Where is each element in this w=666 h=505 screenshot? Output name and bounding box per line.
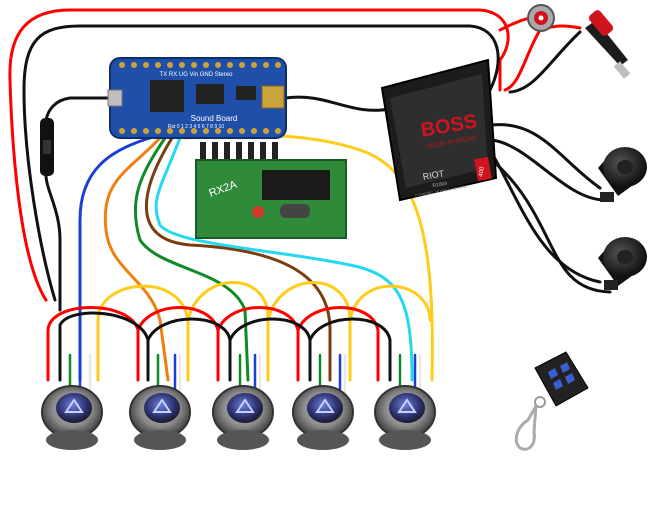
wire-green <box>133 136 250 382</box>
wire-cyan <box>154 136 414 382</box>
amplifier-model: RIOT <box>422 168 445 182</box>
amplifier-power-badge: 400 <box>474 156 492 182</box>
speaker-icon-top <box>598 147 647 202</box>
wire-black-arc-4 <box>308 317 392 382</box>
wire-blue <box>78 136 152 382</box>
wire-black-audio <box>283 95 397 112</box>
amplifier-model-code: R1004 <box>432 181 448 190</box>
wire-yellow-arc-3 <box>266 281 352 382</box>
push-button-switch-icon-1 <box>41 385 103 450</box>
wire-yellow-arc-2 <box>186 281 270 382</box>
sound-board: TX RX UG Vin GND Stereo Sound Board Rst … <box>107 57 287 139</box>
wires <box>8 8 612 397</box>
sound-board-bottom-pins: Rst 0 1 2 3 4 5 6 7 8 9 10 <box>168 124 224 130</box>
wire-black-speaker-2b <box>490 158 612 294</box>
wire-red-power <box>503 24 582 92</box>
speaker-icon-bottom <box>598 237 647 290</box>
push-button-switch-icon-4 <box>292 385 354 450</box>
wire-black-arc-2 <box>146 317 232 382</box>
usb-port <box>107 89 123 107</box>
rf-coil <box>280 204 310 218</box>
wire-yellow-arc-4 <box>348 284 432 322</box>
amp-chip <box>236 86 256 100</box>
wire-black-power <box>508 30 582 94</box>
push-button-switch-icon-5 <box>374 385 436 450</box>
flash-chip <box>196 84 224 104</box>
rf-led <box>252 206 264 218</box>
wire-red-arc-2 <box>136 306 220 382</box>
push-button-switch-icon-2 <box>129 385 191 450</box>
key-fob-remote-icon <box>514 351 589 451</box>
push-button-switch-icon-3 <box>212 385 274 450</box>
wire-black-speaker-1b <box>490 138 607 202</box>
rf-receiver: RX2A <box>195 142 347 239</box>
audio-jack <box>261 85 285 109</box>
sound-board-label: Sound Board <box>191 114 238 123</box>
main-chip <box>150 80 184 112</box>
sound-board-pins <box>119 62 281 134</box>
wire-red-arc-3 <box>216 306 300 382</box>
wire-black-fuse <box>44 96 112 312</box>
wire-black-main <box>22 24 500 302</box>
svg-text:400: 400 <box>478 166 486 178</box>
cigarette-lighter-plug-icon <box>585 10 631 79</box>
wire-black-speaker-1 <box>490 123 602 190</box>
rf-chip <box>262 170 330 200</box>
inline-fuse-icon <box>40 118 54 176</box>
amplifier: BOSS AUDIO SYSTEMS RIOT R1004 2 CHANNEL … <box>380 58 498 202</box>
push-buttons <box>41 385 436 450</box>
wire-red-arc-4 <box>296 306 380 382</box>
wire-black-arc-1 <box>58 311 150 382</box>
wire-orange <box>103 136 170 382</box>
wire-brown <box>145 136 332 382</box>
wire-black-arc-3 <box>228 317 312 382</box>
toggle-switch-icon <box>527 4 555 32</box>
sound-board-top-pins: TX RX UG Vin GND Stereo <box>160 72 234 78</box>
